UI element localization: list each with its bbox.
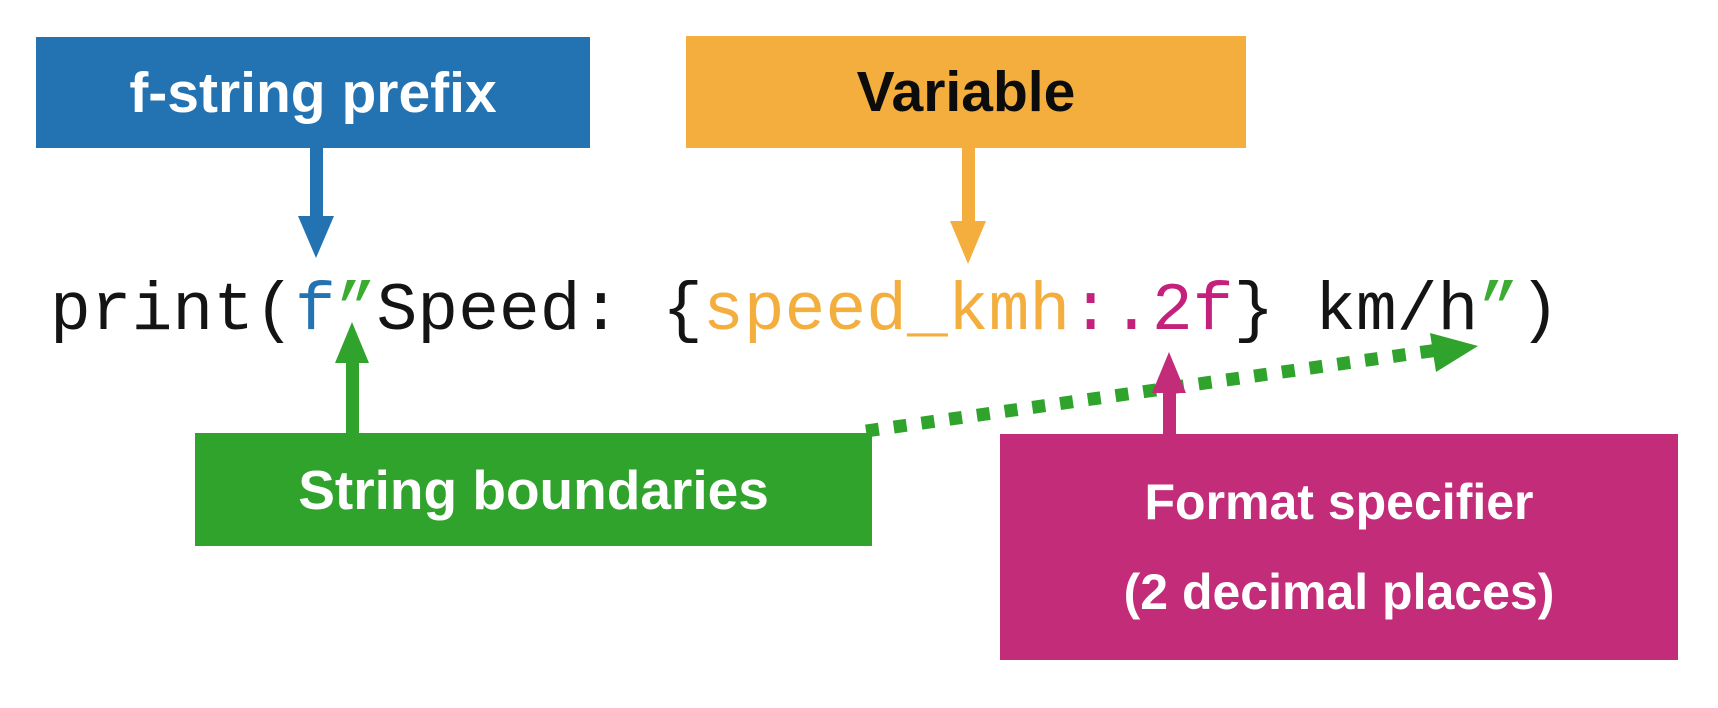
code-token-close-paren: ) bbox=[1519, 273, 1560, 350]
code-token-expression-close-brace: } bbox=[1233, 273, 1275, 350]
label-box-format-specifier: Format specifier (2 decimal places) bbox=[1000, 434, 1678, 660]
arrow-string-close-dotted-icon bbox=[865, 333, 1478, 438]
label-box-string-boundaries: String boundaries bbox=[195, 433, 872, 546]
code-token-f-string-prefix: f bbox=[294, 273, 336, 350]
label-box-variable: Variable bbox=[686, 36, 1246, 148]
label-string-boundaries: String boundaries bbox=[298, 458, 769, 521]
code-line: print(f”Speed: {speed_kmh:.2f} km/h”) bbox=[50, 270, 1560, 354]
label-format-specifier-line2: (2 decimal places) bbox=[1123, 564, 1555, 620]
label-fstring-prefix: f-string prefix bbox=[129, 60, 497, 125]
code-token-string-literal: km/h bbox=[1274, 273, 1479, 350]
arrow-string-open-icon bbox=[335, 322, 369, 435]
arrow-format-specifier-icon bbox=[1152, 352, 1186, 436]
label-variable: Variable bbox=[856, 60, 1076, 124]
arrow-fstring-prefix-icon bbox=[298, 146, 334, 258]
arrow-variable-icon bbox=[950, 146, 986, 264]
code-token-string-closing-quote: ” bbox=[1478, 273, 1520, 350]
code-token-string-literal: Speed: bbox=[376, 273, 663, 350]
code-token-function-call-and-open-paren: print( bbox=[50, 273, 295, 350]
code-token-format-specifier: :.2f bbox=[1070, 273, 1234, 350]
label-format-specifier-line1: Format specifier bbox=[1144, 474, 1534, 530]
code-token-expression-open-brace: { bbox=[662, 273, 703, 350]
code-token-variable: speed_kmh bbox=[702, 273, 1071, 350]
label-box-fstring-prefix: f-string prefix bbox=[36, 37, 590, 148]
